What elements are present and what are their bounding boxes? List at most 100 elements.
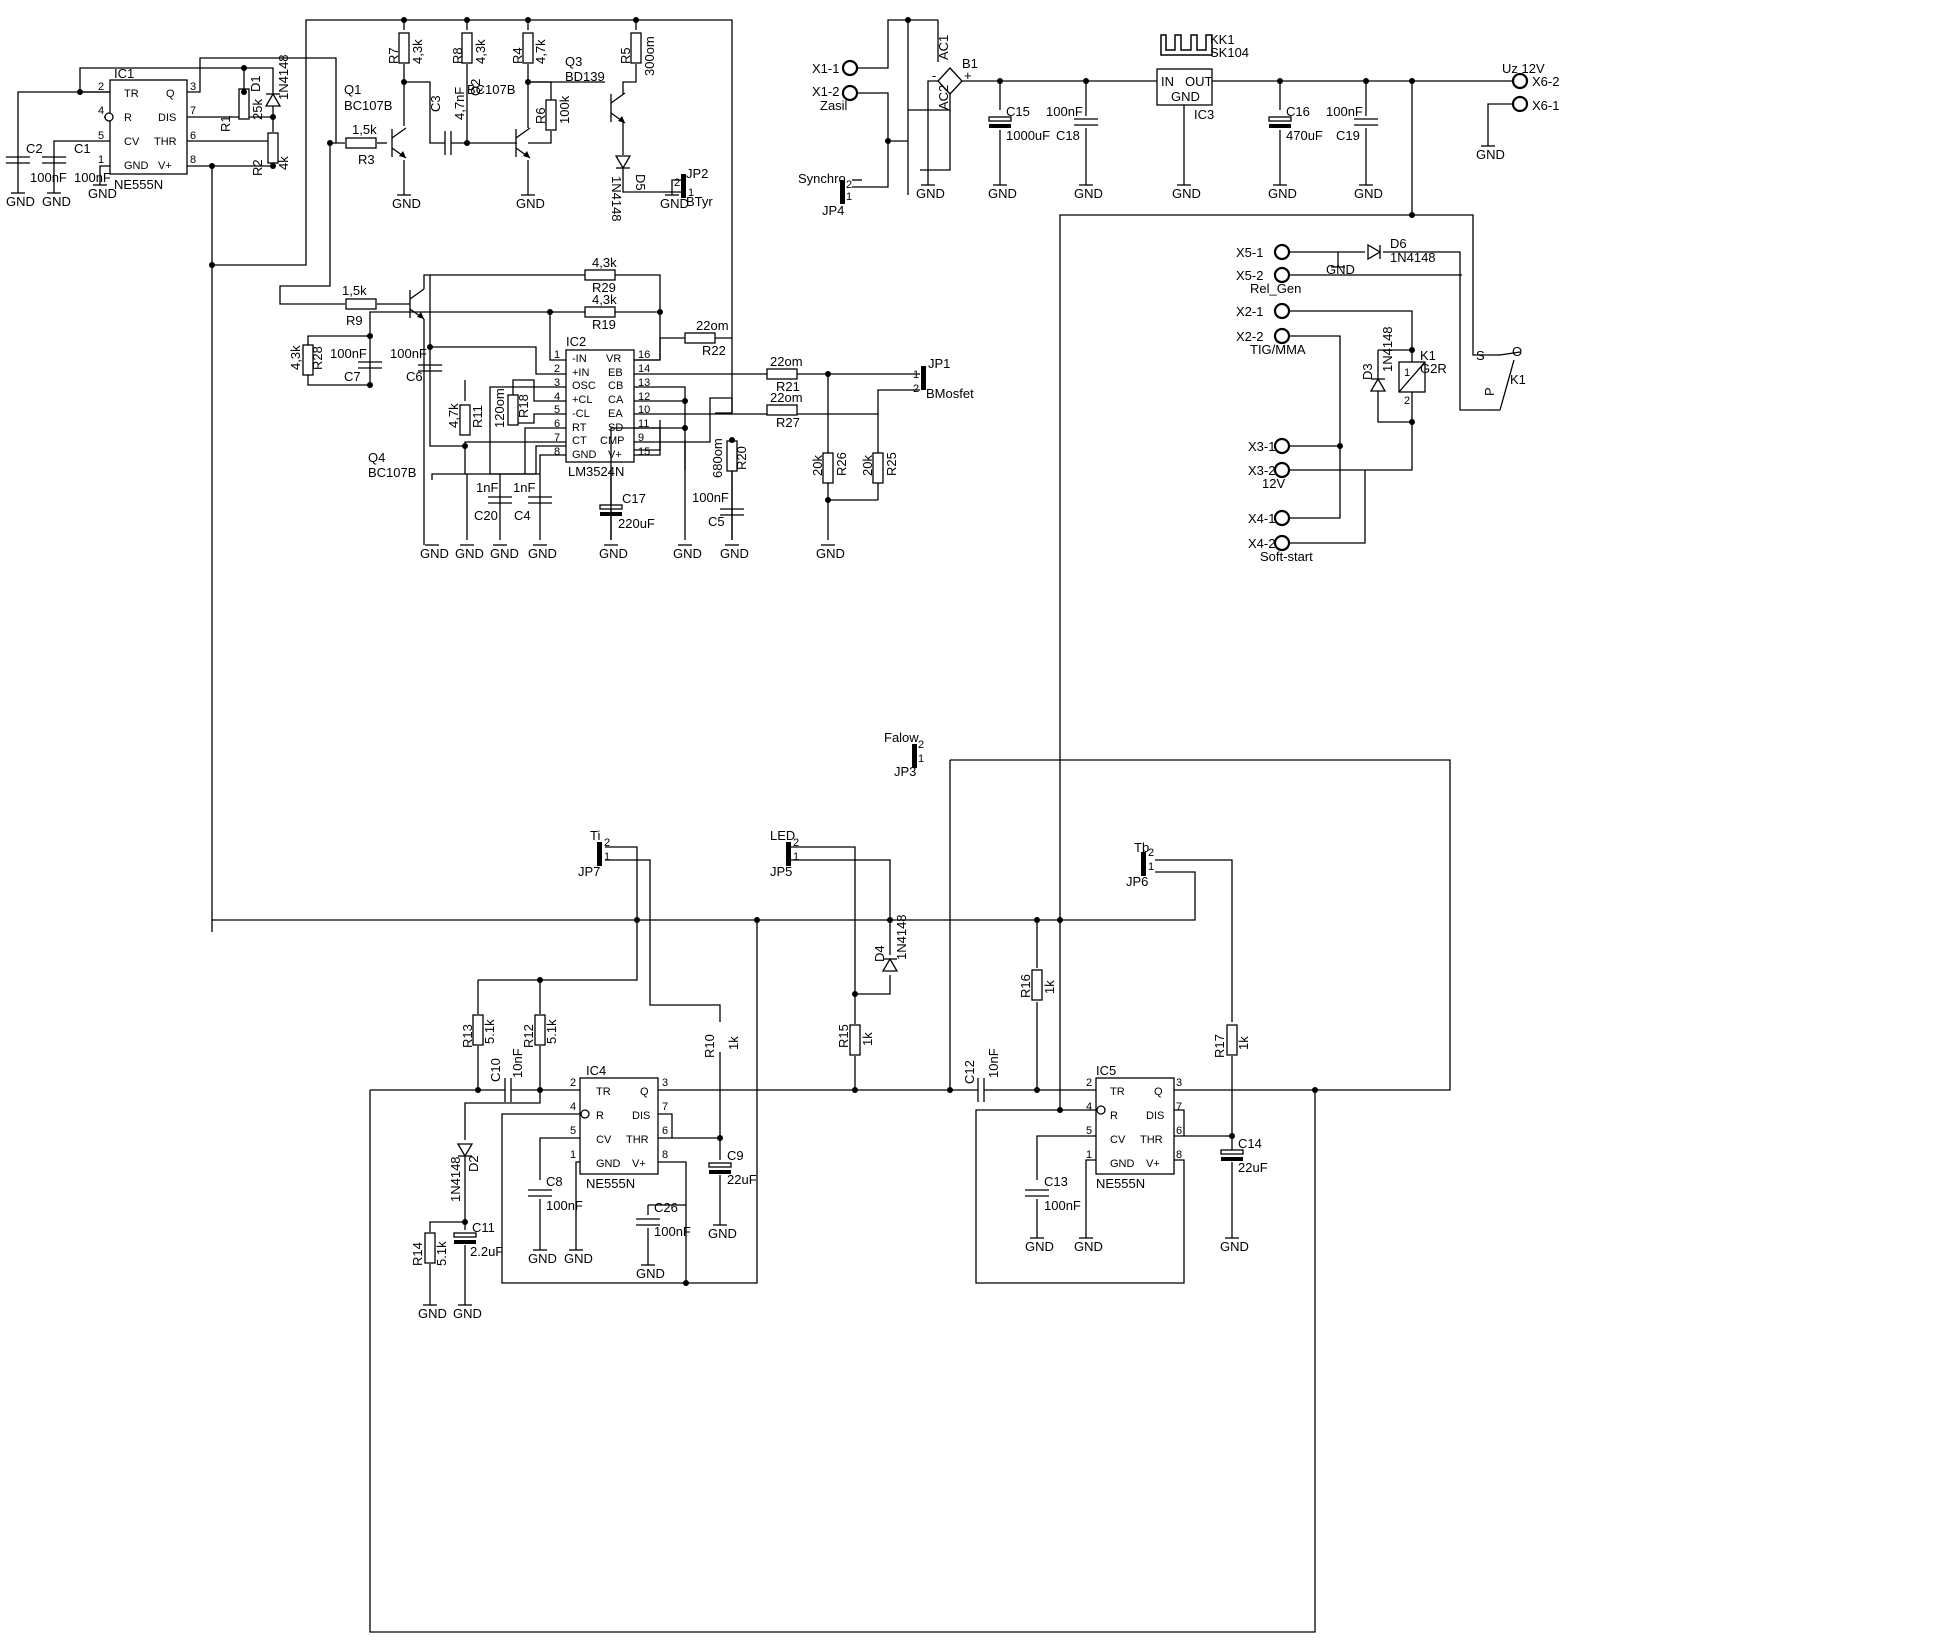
label-parts-k1-1: G2R xyxy=(1420,361,1447,376)
label-ic2-right-6: CMP xyxy=(600,435,624,447)
label-ic4-nums-3: 1 xyxy=(570,1149,576,1161)
label-jumpers-jp1-1: BMosfet xyxy=(926,386,974,401)
label-parts-c4-0: C4 xyxy=(514,508,531,523)
label-parts-d4-0: D4 xyxy=(872,945,887,962)
label-pin_nums-one: 1 xyxy=(1404,367,1410,379)
label-ic5-ref: IC5 xyxy=(1096,1063,1116,1078)
label-ic2-left-4: -CL xyxy=(572,408,590,420)
label-parts-r27-0: R27 xyxy=(776,415,800,430)
label-ic3-in: IN xyxy=(1161,74,1174,89)
label-ic5-pins-4: Q xyxy=(1154,1086,1163,1098)
label-parts-r20-0: R20 xyxy=(734,446,749,470)
d1-ref: D1 xyxy=(248,75,263,92)
label-ic2-ref: IC2 xyxy=(566,334,586,349)
label-net_labels-gnd: GND xyxy=(708,1226,737,1241)
label-ic4-part: NE555N xyxy=(586,1176,635,1191)
label-parts-c7-1: 100nF xyxy=(330,346,367,361)
label-ic2-lnums-1: 2 xyxy=(554,363,560,375)
label-net_labels-softstart: Soft-start xyxy=(1260,549,1313,564)
label-jumpers-jp5-0: JP5 xyxy=(770,864,792,879)
c2-ref: C2 xyxy=(26,141,43,156)
relay-labels: X5-1 X5-2 Rel_Gen X2-1 X2-2 TIG/MMA X3-1… xyxy=(1236,236,1526,564)
label-jumpers-jp7-0: JP7 xyxy=(578,864,600,879)
c1-val: 100nF xyxy=(74,170,111,185)
label-net_labels-gnd: GND xyxy=(1326,262,1355,277)
label-parts-r20-1: 680om xyxy=(710,438,725,478)
ic1-part: NE555N xyxy=(114,177,163,192)
label-parts-d3-1: 1N4148 xyxy=(1380,326,1395,372)
label-kk1-part: SK104 xyxy=(1210,45,1249,60)
label-ic4-nums-7: 8 xyxy=(662,1149,668,1161)
label-jumpers-jp1-0: JP1 xyxy=(928,356,950,371)
label-ic5-nums-5: 7 xyxy=(1176,1101,1182,1113)
label-ic5-pins-5: DIS xyxy=(1146,1110,1164,1122)
label-parts-r11-1: 4,7k xyxy=(446,403,461,428)
label-pin_nums-two: 2 xyxy=(604,837,610,849)
label-parts-r18-1: 120om xyxy=(492,388,507,428)
label-parts-c18-0: C18 xyxy=(1056,128,1080,143)
label-parts-r19-1: 4,3k xyxy=(592,292,617,307)
label-net_labels-gnd: GND xyxy=(1025,1239,1054,1254)
jp1-jumper: JP1 BMosfet 1 2 xyxy=(913,356,974,401)
d5-ref: D5 xyxy=(633,174,648,191)
ic5-ne555: IC5 NE555N TR R CV GND Q DIS THR V+ 2 4 … xyxy=(1086,1063,1182,1191)
label-parts-c15-1: 1000uF xyxy=(1006,128,1050,143)
label-parts-d2-0: D2 xyxy=(466,1155,481,1172)
label-net_labels-gnd: GND xyxy=(42,194,71,209)
label-ic5-part: NE555N xyxy=(1096,1176,1145,1191)
label-parts-c13-1: 100nF xyxy=(1044,1198,1081,1213)
label-parts-r29-0: R29 xyxy=(592,280,616,295)
label-net_labels-gnd: GND xyxy=(88,186,117,201)
label-ic1-pins-2: CV xyxy=(124,136,140,148)
label-ic5-nums-1: 4 xyxy=(1086,1101,1092,1113)
label-parts-c10-0: C10 xyxy=(488,1058,503,1082)
label-net_labels-v12: 12V xyxy=(1262,476,1285,491)
label-parts-c18-1: 100nF xyxy=(1046,104,1083,119)
label-connectors-x6_2: X6-2 xyxy=(1532,74,1559,89)
label-parts-r15-0: R15 xyxy=(836,1024,851,1048)
relay-section xyxy=(1059,214,1521,1110)
label-pin_nums-two: 2 xyxy=(674,177,680,189)
label-net_labels-gnd: GND xyxy=(528,1251,557,1266)
label-connectors-x2_1: X2-1 xyxy=(1236,304,1263,319)
c2-val: 100nF xyxy=(30,170,67,185)
label-ic5-nums-4: 3 xyxy=(1176,1077,1182,1089)
label-parts-c20-1: 1nF xyxy=(476,480,498,495)
label-ic2-rnums-0: 16 xyxy=(638,349,650,361)
label-net_labels-gnd: GND xyxy=(1172,186,1201,201)
label-pin_nums-two: 2 xyxy=(1148,847,1154,859)
label-ic2-right-4: EA xyxy=(608,408,623,420)
label-connectors-x3_2: X3-2 xyxy=(1248,463,1275,478)
label-ic4-pins-2: CV xyxy=(596,1134,612,1146)
label-parts-r18-0: R18 xyxy=(516,394,531,418)
label-net_labels-gnd: GND xyxy=(420,546,449,561)
label-parts-c16-0: C16 xyxy=(1286,104,1310,119)
label-net_labels-gnd: GND xyxy=(490,546,519,561)
label-pin_nums-two: 2 xyxy=(1404,395,1410,407)
label-ic4-pins-4: Q xyxy=(640,1086,649,1098)
label-connectors-x3_1: X3-1 xyxy=(1248,439,1275,454)
label-parts-r11-0: R11 xyxy=(470,405,485,428)
label-parts-k1-0: K1 xyxy=(1510,372,1526,387)
r5-ref: R5 xyxy=(618,47,633,64)
label-parts-r22-1: 22om xyxy=(696,318,729,333)
q3-ref: Q3 xyxy=(565,54,582,69)
label-ic4-nums-6: 6 xyxy=(662,1125,668,1137)
label-net_labels-zasil: Zasil xyxy=(820,98,848,113)
label-k1_contacts-p: P xyxy=(1482,387,1497,396)
label-b1-ac1: AC1 xyxy=(936,35,951,60)
label-b1-ac2: AC2 xyxy=(936,85,951,110)
label-parts-r9-1: 1,5k xyxy=(342,283,367,298)
q3-val: BD139 xyxy=(565,69,605,84)
label-ic5-pins-0: TR xyxy=(1110,1086,1125,1098)
label-parts-r16-0: R16 xyxy=(1018,974,1033,998)
label-connectors-x4_1: X4-1 xyxy=(1248,511,1275,526)
label-parts-r29-1: 4,3k xyxy=(592,255,617,270)
r8-ref: R8 xyxy=(450,47,465,64)
label-net_labels-gnd: GND xyxy=(916,186,945,201)
label-ic1-nums-4: 3 xyxy=(190,81,196,93)
r3-ref: R3 xyxy=(358,152,375,167)
bottom-wiring xyxy=(212,759,1451,1633)
label-ic2-left-0: -IN xyxy=(572,353,587,365)
label-parts-c19-0: C19 xyxy=(1336,128,1360,143)
